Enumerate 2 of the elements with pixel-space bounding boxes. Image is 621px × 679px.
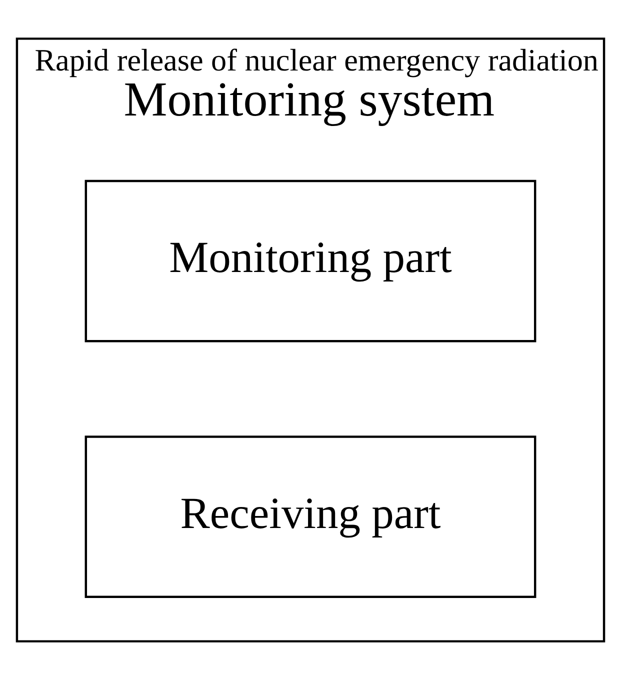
node-box: Receiving part (84, 435, 536, 598)
node-box: Monitoring part (84, 179, 536, 342)
